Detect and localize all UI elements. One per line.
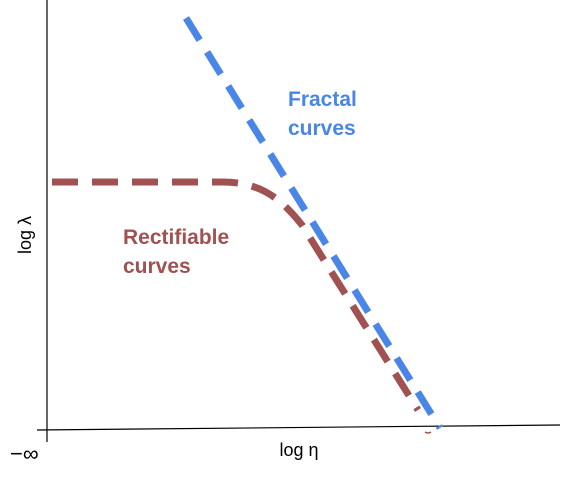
- fractal-curve: [183, 16, 443, 430]
- x-axis-label: log η: [279, 440, 318, 460]
- x-axis: [36, 424, 561, 431]
- rectifiable-curve: [52, 178, 421, 412]
- rectifiable-label-line2: curves: [123, 255, 191, 278]
- y-axis-label: log λ: [15, 216, 35, 254]
- rectifiable-curve-end-mark: [424, 431, 432, 434]
- fractal-curves-label: Fractal curves: [288, 88, 363, 140]
- origin-label: −∞: [10, 441, 39, 466]
- rectifiable-label-line1: Rectifiable: [123, 226, 229, 249]
- fractal-label-line1: Fractal: [288, 88, 357, 111]
- fractal-label-line2: curves: [288, 117, 356, 140]
- rectifiable-curves-label: Rectifiable curves: [123, 226, 235, 278]
